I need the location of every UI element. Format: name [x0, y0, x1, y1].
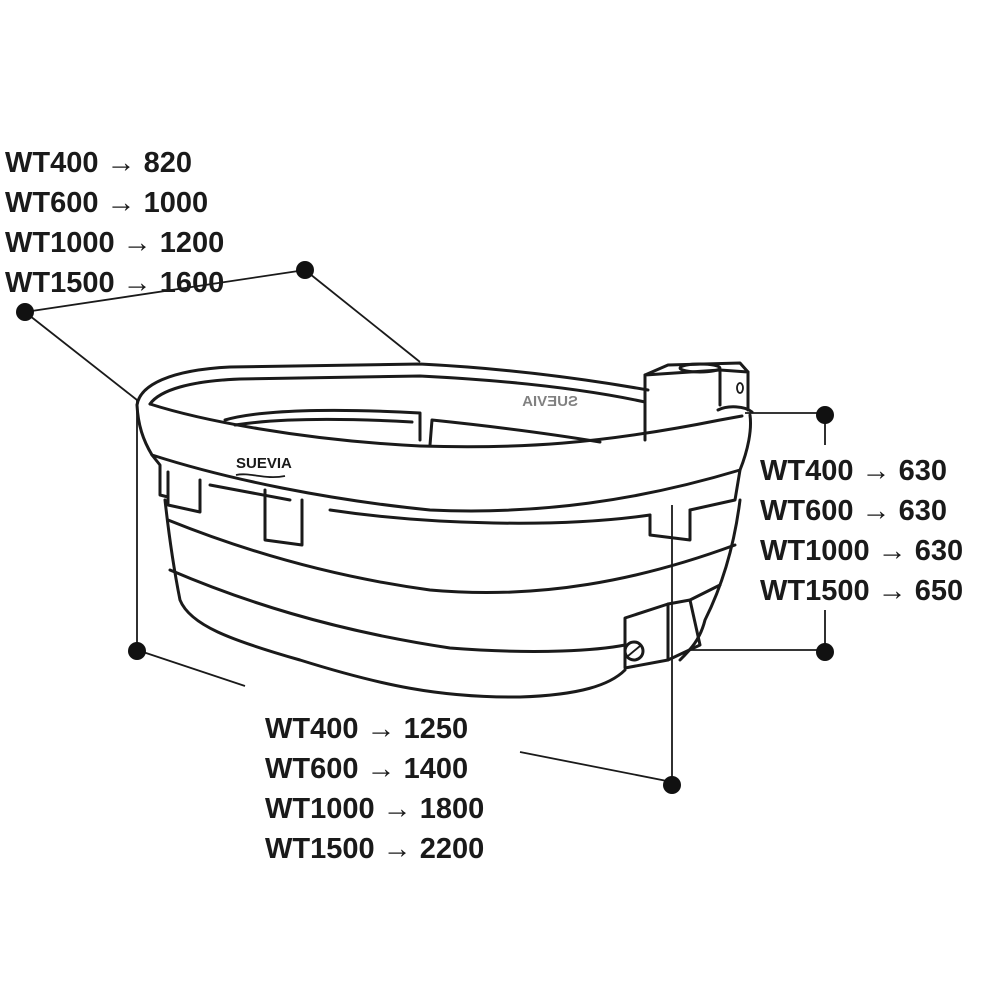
height-label: WT1500 → 650 [760, 575, 963, 607]
leader-dot [16, 303, 34, 321]
width-label: WT1500 → 2200 [265, 833, 484, 865]
height-label: WT1000 → 630 [760, 535, 963, 567]
length-label: WT400 → 820 [5, 147, 192, 179]
leader-dot [128, 642, 146, 660]
length-label: WT1000 → 1200 [5, 227, 224, 259]
height-label: WT600 → 630 [760, 495, 947, 527]
leader-dot [816, 406, 834, 424]
length-label: WT1500 → 1600 [5, 267, 224, 299]
dimension-leaders [16, 261, 834, 794]
width-label: WT1000 → 1800 [265, 793, 484, 825]
leader-dot [663, 776, 681, 794]
trough-illustration: SUEVIA SUEVIA [135, 361, 754, 699]
width-label: WT400 → 1250 [265, 713, 468, 745]
height-dimension-labels: WT400 → 630 WT600 → 630 WT1000 → 630 WT1… [760, 455, 963, 607]
width-dimension-labels: WT400 → 1250 WT600 → 1400 WT1000 → 1800 … [265, 713, 484, 865]
height-label: WT400 → 630 [760, 455, 947, 487]
brand-logo: SUEVIA [236, 455, 292, 472]
brand-logo-mirrored: SUEVIA [522, 393, 578, 410]
length-dimension-labels: WT400 → 820 WT600 → 1000 WT1000 → 1200 W… [5, 147, 224, 299]
leader-dot [816, 643, 834, 661]
leader-dot [296, 261, 314, 279]
valve-screw-icon [623, 640, 645, 662]
width-label: WT600 → 1400 [265, 753, 468, 785]
length-label: WT600 → 1000 [5, 187, 208, 219]
